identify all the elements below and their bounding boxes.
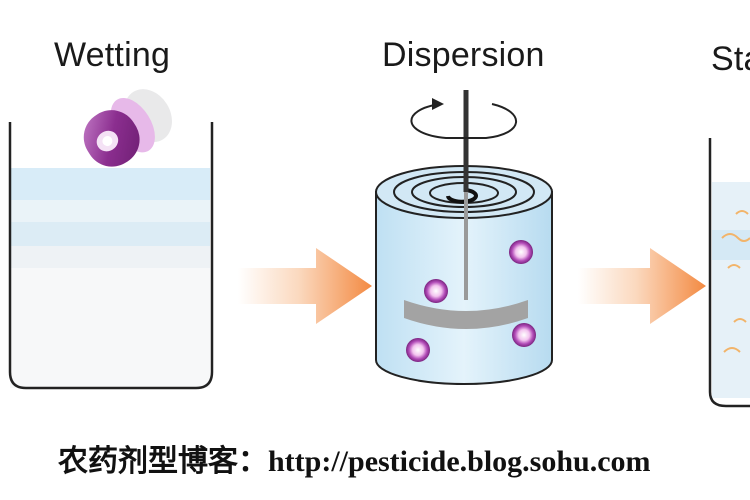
liquid-band [10,268,210,388]
polymer-strand [721,233,750,242]
particle [406,338,430,362]
granule-icon [83,89,172,167]
stabilization-label: Sta [711,40,750,78]
arrow-wetting-to-dispersion [238,248,372,324]
liquid-band [10,246,210,268]
polymer-strand [727,264,741,269]
liquid-band [10,200,210,222]
granule-highlight [102,136,113,147]
polymer-strand [723,347,741,353]
footer-watermark: 农药剂型博客：http://pesticide.blog.sohu.com [58,436,651,480]
arrow-dispersion-to-stabilization [578,248,706,324]
liquid-band [712,182,750,398]
wetting-beaker [8,122,214,390]
particle [512,323,536,347]
liquid-band [10,222,210,246]
polymer-strand [733,318,747,323]
stabilization-beaker [708,138,750,408]
stirrer-blade [404,300,528,329]
vortex-ring [446,188,478,204]
particle [424,279,448,303]
liquid-surface-band [10,168,210,200]
polymer-strand [735,210,749,215]
rotation-arrow-icon [410,103,517,139]
dispersion-label: Dispersion [382,36,545,74]
blog-url: http://pesticide.blog.sohu.com [268,445,651,478]
wetting-label: Wetting [54,36,171,74]
dispersion-vessel [375,90,553,385]
beaker-outline [8,122,214,390]
rotation-arrowhead-icon [432,98,444,110]
beaker-outline [708,138,750,408]
blog-name: 农药剂型博客： [58,444,268,479]
particle [509,240,533,264]
